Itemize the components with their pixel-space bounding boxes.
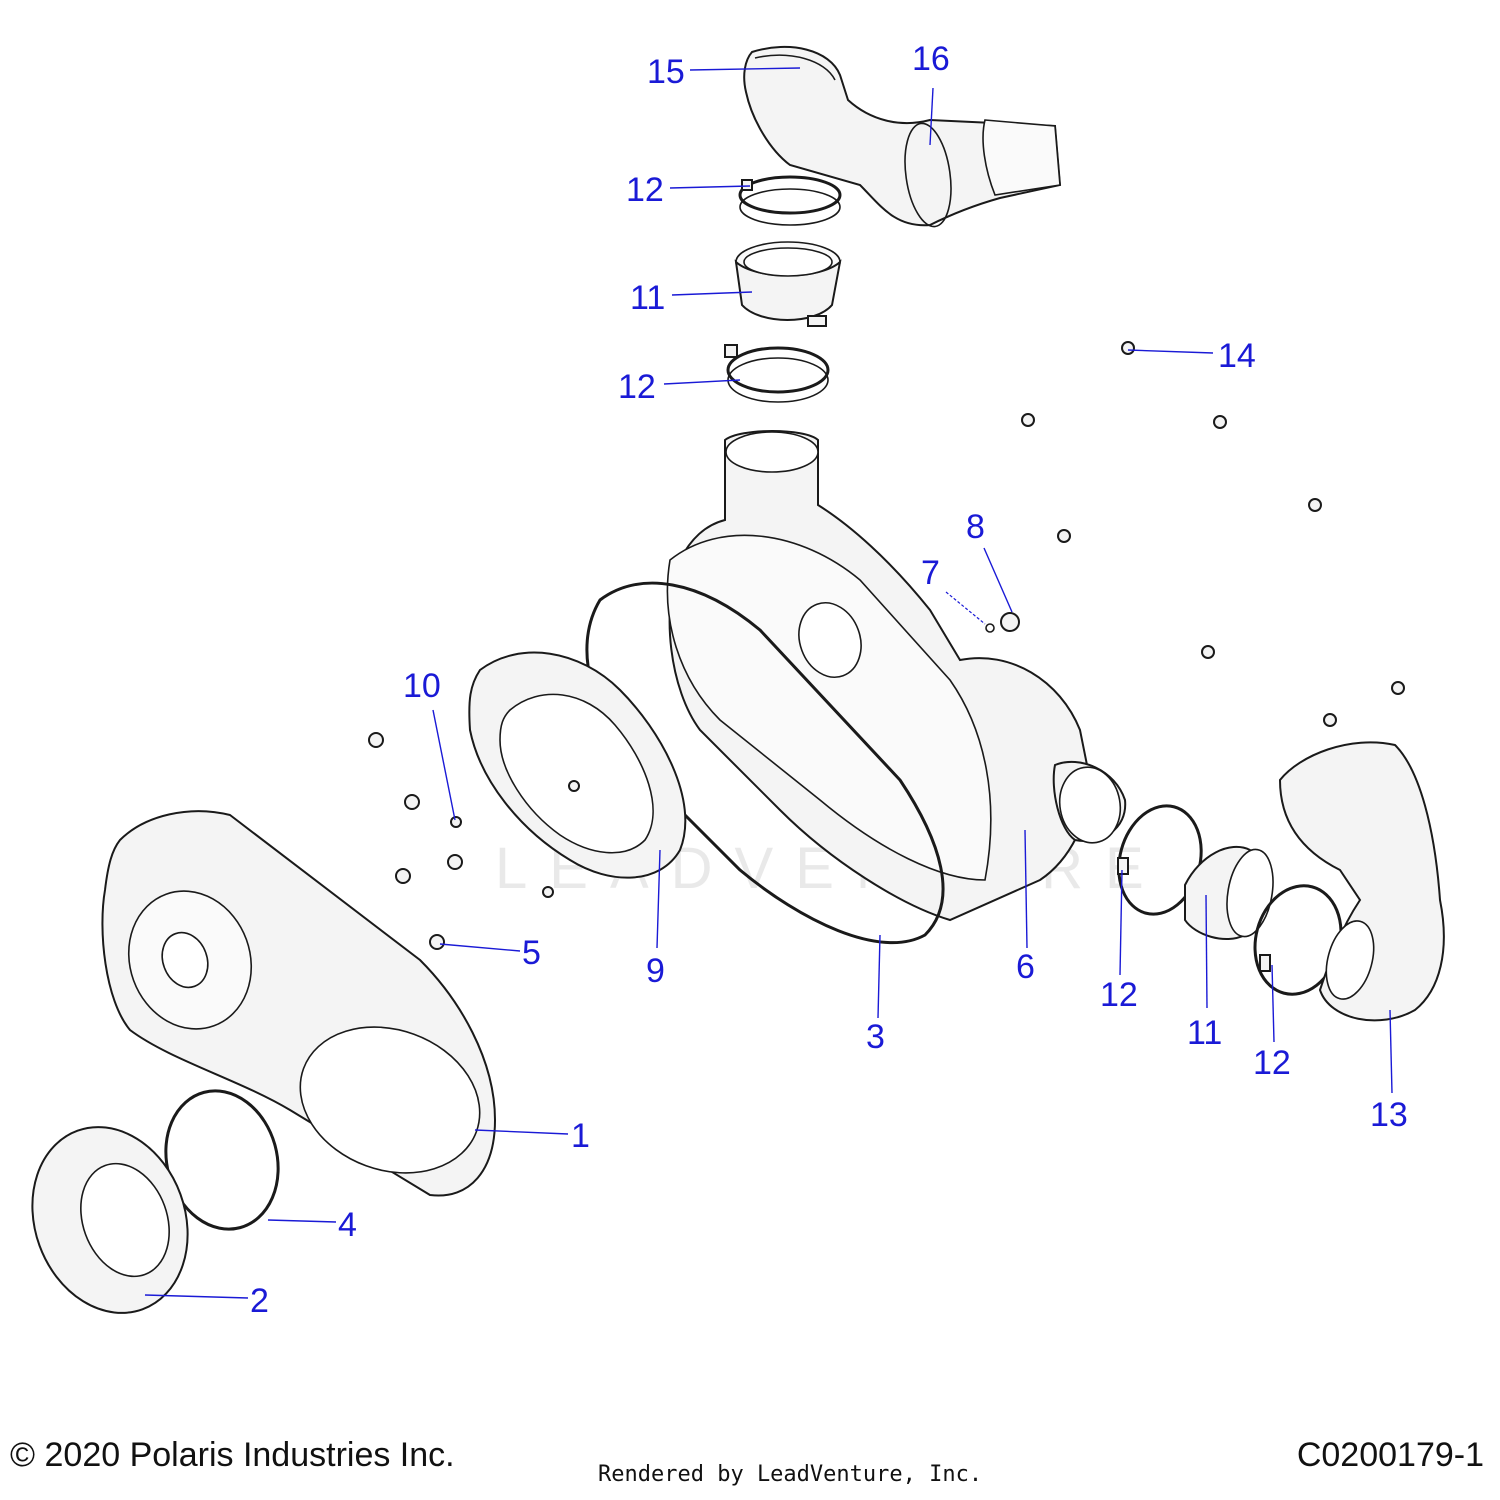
callout-10: 10 — [403, 667, 441, 705]
callout-14: 15 — [647, 53, 685, 91]
callout-8: 8 — [966, 508, 985, 546]
callout-4: 4 — [338, 1206, 357, 1244]
callout-15: 13 — [1370, 1096, 1408, 1134]
callout-9: 9 — [646, 952, 665, 990]
callout-12-top: 12 — [626, 171, 664, 209]
copyright-notice: © 2020 Polaris Industries Inc. — [10, 1436, 455, 1474]
hose-clamp-middle — [724, 344, 830, 403]
bolt-set-left — [368, 732, 580, 950]
hose-clamp-upper — [738, 175, 842, 226]
callout-11-top: 11 — [630, 279, 665, 317]
callout-7: 7 — [921, 554, 940, 592]
rendered-by-credit: Rendered by LeadVenture, Inc. — [598, 1462, 983, 1487]
callout-1: 1 — [571, 1117, 590, 1155]
callout-5: 5 — [522, 934, 541, 972]
outer-clutch-cover — [101, 810, 497, 1197]
clutch-cover-cap — [31, 1126, 189, 1314]
exhaust-duct — [1278, 741, 1445, 1022]
callout-16: 16 — [912, 40, 950, 78]
callout-13: 14 — [1218, 337, 1256, 375]
callout-3: 3 — [866, 1018, 885, 1056]
callout-11-right: 11 — [1187, 1014, 1222, 1052]
duct-coupler-upper — [734, 241, 842, 327]
screw-set-right — [1021, 341, 1405, 727]
callout-12-right-a: 12 — [1100, 976, 1138, 1014]
plug-and-washer — [985, 612, 1020, 633]
drawing-number: C0200179-1 — [1296, 1436, 1484, 1474]
fan-shroud-plate — [468, 651, 687, 879]
upper-intake-duct — [743, 45, 1062, 228]
callout-12-right-b: 12 — [1253, 1044, 1291, 1082]
callout-6: 6 — [1016, 948, 1035, 986]
duct-coupler-right — [1184, 845, 1274, 940]
callout-labels: 15 16 12 11 12 14 8 7 10 9 3 6 12 11 12 … — [250, 40, 1408, 1320]
callout-12-middle: 12 — [618, 368, 656, 406]
leader-lines — [144, 67, 1393, 1299]
callout-2: 2 — [250, 1282, 269, 1320]
